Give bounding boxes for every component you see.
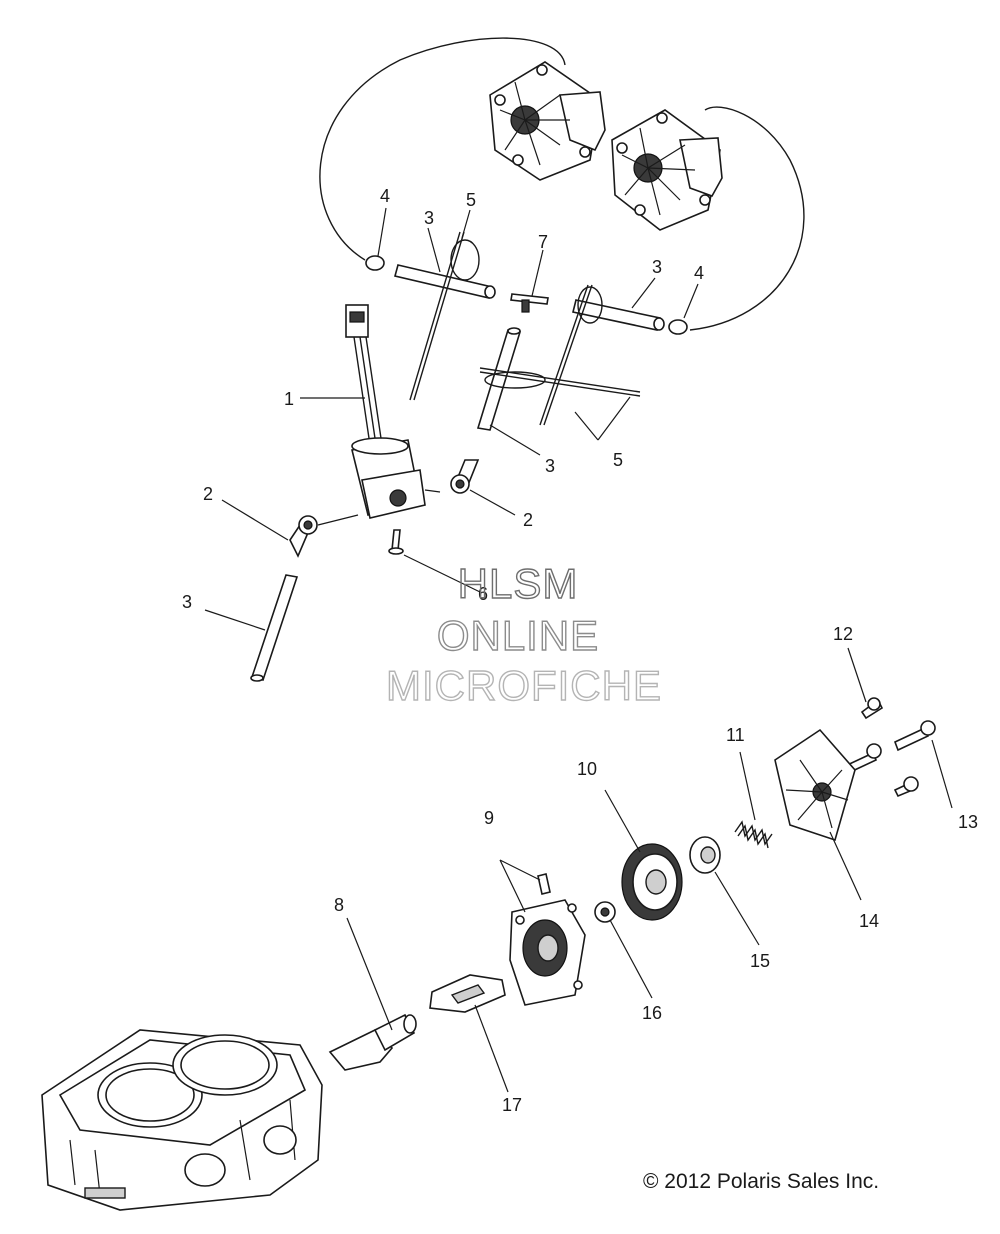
- pump-base-9: [509, 899, 586, 1006]
- fitting-7: [510, 293, 549, 313]
- screw-6: [388, 529, 404, 555]
- leader-lines: [204, 207, 953, 1093]
- bolt-12: [860, 697, 884, 720]
- callout-3-upper-left: 3: [424, 208, 434, 228]
- clamp-4-right: [668, 319, 688, 335]
- bolt-13-long: [893, 720, 936, 752]
- spring-11: [734, 820, 773, 849]
- hose-3-upper-right: [572, 299, 665, 331]
- hose-route-right-curve: [689, 106, 805, 331]
- diaphragm-10: [621, 843, 683, 921]
- gasket-17: [429, 974, 506, 1013]
- valve-housing-right: [611, 109, 723, 231]
- pump-cover-14: [774, 728, 856, 842]
- callout-15: 15: [750, 951, 770, 971]
- callout-1: 1: [284, 389, 294, 409]
- callout-3-upper-right: 3: [652, 257, 662, 277]
- callout-9: 9: [484, 808, 494, 828]
- watermark-line-3: MICROFICHE: [386, 662, 662, 709]
- pin-9: [537, 873, 551, 895]
- callout-10: 10: [577, 759, 597, 779]
- hose-route-left-curve: [319, 37, 566, 261]
- cylinder-block: [41, 1029, 323, 1211]
- bolt-13-short: [893, 776, 919, 798]
- callout-13: 13: [958, 812, 978, 832]
- callout-11: 11: [726, 725, 745, 745]
- callout-2-left: 2: [203, 484, 213, 504]
- callout-4-left: 4: [380, 186, 390, 206]
- fitting-2-right: [450, 459, 480, 494]
- cable-tie-5-right: [539, 284, 603, 426]
- callout-8: 8: [334, 895, 344, 915]
- callout-16: 16: [642, 1003, 662, 1023]
- callout-5-upper: 5: [466, 190, 476, 210]
- callout-4-right: 4: [694, 263, 704, 283]
- copyright-notice: © 2012 Polaris Sales Inc.: [643, 1170, 879, 1193]
- solenoid-1: [345, 304, 426, 519]
- valve-housing-left: [489, 61, 606, 181]
- fitting-2-left: [289, 515, 318, 558]
- callout-7: 7: [538, 232, 548, 252]
- nut-16: [594, 901, 616, 923]
- callout-3-lower-left: 3: [182, 592, 192, 612]
- cable-tie-5-left: [409, 231, 480, 401]
- hose-3-lower-left: [250, 574, 299, 682]
- watermark-line-1: HLSM: [458, 560, 579, 607]
- clamp-4-left: [365, 255, 385, 271]
- callout-17: 17: [502, 1095, 522, 1115]
- cup-15: [689, 836, 721, 874]
- fitting-8: [328, 1013, 417, 1071]
- watermark-line-2: ONLINE: [437, 612, 599, 659]
- callout-3-center: 3: [545, 456, 555, 476]
- callout-6: 6: [478, 584, 488, 604]
- callout-12: 12: [833, 624, 853, 644]
- callout-2-right: 2: [523, 510, 533, 530]
- cable-tie-5-center: [479, 367, 641, 397]
- callout-14: 14: [859, 911, 879, 931]
- callout-5-lower: 5: [613, 450, 623, 470]
- hose-3-center: [476, 327, 522, 431]
